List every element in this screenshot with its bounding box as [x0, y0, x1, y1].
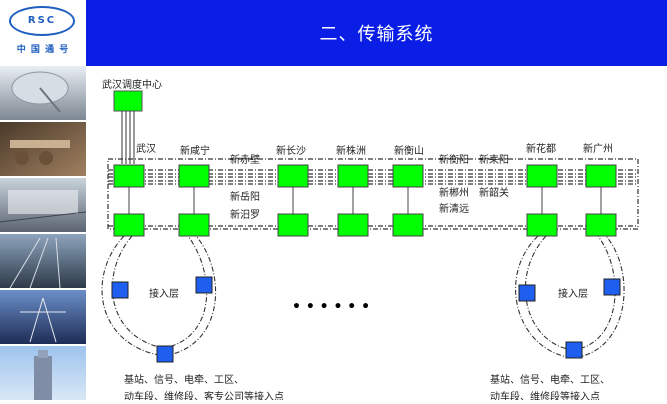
between-label-shaoguan: 新韶关	[479, 186, 509, 199]
station-label-changsha: 新长沙	[276, 144, 306, 157]
caption-right-line1: 基站、信号、电牵、工区、	[490, 373, 610, 386]
access-node-left-2	[195, 276, 213, 294]
access-node-right-3	[565, 341, 583, 359]
logo-text: RSC	[27, 15, 57, 26]
power-tower-photo	[0, 290, 86, 344]
header: RSC 中 国 通 号 二、传输系统	[0, 0, 667, 66]
between-label-yueyang: 新岳阳	[230, 190, 260, 203]
title-bar: 二、传输系统	[86, 0, 667, 66]
station-label-guangzhou: 新广州	[583, 142, 613, 155]
between-label-chenzhou: 新郴州	[439, 186, 469, 199]
photo-strip	[0, 66, 87, 400]
access-layer-left-label: 接入层	[149, 287, 179, 300]
station-label-zhuzhou: 新株洲	[336, 144, 366, 157]
railway-tracks-photo	[0, 234, 86, 289]
ellipsis-marker: • • • • • •	[292, 299, 370, 315]
station-label-xianning: 新咸宁	[180, 144, 210, 157]
caption-left-line2: 动车段、维修段、客专公司等接入点	[124, 390, 284, 400]
logo-subtitle: 中 国 通 号	[16, 45, 70, 55]
dispatch-link-lines	[121, 111, 135, 164]
photo-strip-images	[0, 66, 87, 400]
station-bottom-nodes	[113, 213, 617, 237]
station-label-hengshan: 新衡山	[394, 144, 424, 157]
between-label-qingyuan: 新清远	[439, 202, 469, 215]
transmission-diagram: 武汉调度中心	[101, 78, 639, 400]
logo-oval: RSC	[9, 6, 75, 36]
dispatch-center-node	[113, 90, 143, 112]
between-label-hengyang: 新衡阳	[439, 153, 469, 166]
station-vertical-links	[128, 187, 602, 214]
station-label-huadu: 新花都	[526, 142, 556, 155]
skyscraper-photo	[0, 346, 86, 400]
station-label-wuhan: 武汉	[136, 142, 156, 155]
dispatch-center-label: 武汉调度中心	[102, 78, 162, 91]
access-layer-right-label: 接入层	[558, 287, 588, 300]
satellite-dish-photo	[0, 66, 86, 120]
access-node-right-2	[603, 278, 621, 296]
access-node-left-1	[111, 281, 129, 299]
company-logo: RSC 中 国 通 号	[0, 0, 86, 66]
access-node-left-3	[156, 345, 174, 363]
between-label-leiyang: 新耒阳	[479, 153, 509, 166]
between-label-chibi: 新赤壁	[230, 153, 260, 166]
station-hall-photo	[0, 178, 87, 232]
station-top-nodes	[113, 164, 617, 188]
page-title: 二、传输系统	[319, 24, 434, 45]
access-node-right-1	[518, 284, 536, 302]
caption-left-line1: 基站、信号、电牵、工区、	[124, 373, 244, 386]
caption-right-line2: 动车段、维修段等接入点	[490, 390, 600, 400]
insulator-photo	[0, 122, 86, 176]
between-label-miluo: 新汨罗	[230, 208, 260, 221]
